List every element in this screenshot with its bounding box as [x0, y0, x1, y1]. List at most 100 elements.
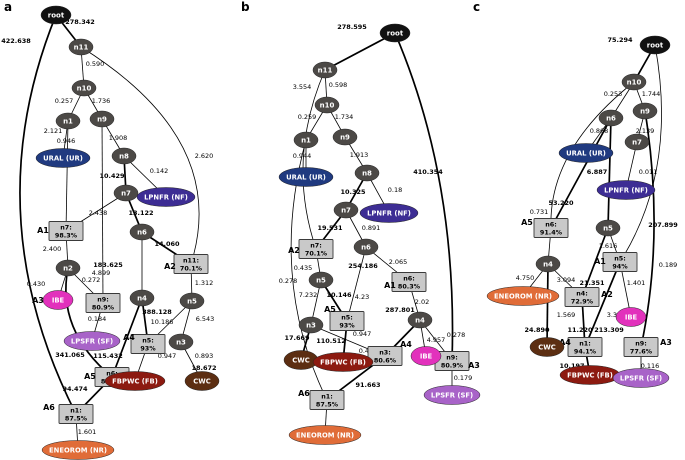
population-ellipse	[423, 385, 481, 405]
admixture-box-percentage: 93%	[140, 345, 156, 353]
edge-label-b-n4-A3: 0.278	[447, 331, 466, 339]
node-b-n6: n6	[353, 238, 379, 256]
graph-node-ellipse	[308, 271, 334, 289]
node-b-n5: n5	[308, 271, 334, 289]
edge-label-b-A4-A6: 91.663	[355, 381, 380, 389]
node-label: n6	[361, 243, 371, 251]
node-label: n4	[137, 294, 147, 302]
node-label: n6	[606, 114, 616, 122]
population-ellipse	[63, 331, 121, 351]
admixture-box-rect	[564, 287, 600, 307]
admixture-box-rect	[329, 311, 365, 331]
edge-label-a-n8-LPNFR: 0.142	[150, 167, 169, 175]
node-label: URAL (UR)	[43, 154, 83, 162]
node-label: n3	[176, 338, 186, 346]
node-label: n1	[301, 136, 311, 144]
node-b-n10: n10	[314, 96, 340, 114]
node-label: n5	[603, 224, 613, 232]
population-ellipse	[486, 286, 560, 306]
population-ellipse	[529, 337, 565, 357]
population-ellipse	[615, 307, 647, 327]
admixture-box-a-A1: n7:98.3%	[48, 221, 84, 241]
admixture-box-node-label: n6:	[106, 370, 118, 378]
node-c-n4: n4	[535, 255, 561, 273]
admixture-box-b-A6: n1:87.5%	[309, 390, 345, 410]
admixture-box-rect	[298, 239, 334, 259]
graph-node-ellipse	[293, 131, 319, 149]
node-label: URAL (UR)	[286, 173, 326, 181]
admixture-box-b-A5: n5:93%	[329, 311, 365, 331]
admixture-box-c-A3: n9:77.6%	[623, 337, 659, 357]
edge-label-c-float: 1.569	[557, 311, 576, 319]
graph-node-ellipse	[113, 184, 139, 202]
node-a-ural: URAL (UR)	[35, 148, 91, 168]
graph-node-ellipse	[89, 110, 115, 128]
graph-node-ellipse	[407, 311, 433, 329]
edge-label-b-n7-n6: 0.891	[362, 224, 381, 232]
admixture-box-percentage: 87.5%	[316, 401, 339, 409]
edge-label-b-A5-FBPWC: 110.512	[316, 337, 346, 345]
edge-label-b-n1-URAL: 0.944	[293, 152, 312, 160]
edge-b-root-n11	[324, 32, 396, 71]
edge-label-a-n11-A2: 2.620	[195, 152, 214, 160]
node-a-lpnfr: LPNFR (NF)	[136, 187, 196, 207]
population-ellipse	[288, 425, 362, 445]
edge-label-c-root-n10: 75.294	[607, 36, 633, 44]
population-ellipse	[558, 143, 614, 163]
edge-c-n9-A3	[640, 110, 655, 348]
population-ellipse	[104, 371, 166, 391]
graph-node-ellipse	[179, 292, 205, 310]
admixture-box-rect	[309, 390, 345, 410]
edge-c-n4-CWC	[546, 263, 549, 348]
node-label: n7	[121, 189, 131, 197]
node-label: LPNFR (NF)	[144, 193, 188, 201]
admixture-box-percentage: 80.3%	[398, 283, 421, 291]
graph-node-ellipse	[129, 289, 155, 307]
population-ellipse	[184, 371, 220, 391]
admixture-box-percentage: 80.6%	[374, 357, 397, 365]
node-a-n4: n4	[129, 289, 155, 307]
edge-label-b-n8-n7: 10.325	[340, 188, 366, 196]
node-label: FBPWC (FB)	[320, 358, 366, 366]
admixture-box-node-label: n6:	[545, 221, 557, 229]
edge-label-b-root-n11: 278.595	[337, 23, 367, 31]
node-a-n3: n3	[168, 333, 194, 351]
edge-label-c-A2-A4: 11.220	[567, 326, 593, 334]
admixture-box-rect	[130, 334, 166, 354]
node-c-n10: n10	[621, 73, 647, 91]
edge-c-A1-A4	[584, 261, 621, 348]
edge-label-b-root-A3: 410.354	[413, 168, 443, 176]
graph-node-ellipse	[68, 38, 94, 56]
node-label: root	[387, 29, 404, 37]
admixture-tag-a-A1: A1	[37, 226, 49, 235]
edge-a-n1-A1	[65, 120, 69, 232]
edge-label-a-n5-n3: 6.543	[196, 315, 215, 323]
admixture-box-node-label: n3:	[379, 349, 391, 357]
edge-label-b-n6-A5: 4.23	[355, 293, 369, 301]
graph-node-ellipse	[379, 23, 411, 43]
admixture-box-rect	[48, 221, 84, 241]
admixture-tag-b-A6: A6	[298, 389, 310, 398]
graph-node-ellipse	[55, 259, 81, 277]
graph-node-ellipse	[535, 255, 561, 273]
admixture-tag-a-A2: A2	[164, 262, 176, 271]
admixture-box-node-label: n7:	[60, 224, 72, 232]
graph-node-ellipse	[71, 79, 97, 97]
population-ellipse	[35, 148, 91, 168]
admixture-box-percentage: 91.4%	[540, 229, 563, 237]
admixture-box-node-label: n1:	[321, 393, 333, 401]
node-a-n6: n6	[129, 223, 155, 241]
admixture-box-c-A2: n4:72.9%	[564, 287, 600, 307]
population-ellipse	[596, 180, 656, 200]
admixture-tag-c-A1: A1	[594, 257, 606, 266]
node-label: LPNFR (NF)	[604, 186, 648, 194]
edge-label-b-float: 254.186	[348, 262, 378, 270]
node-label: n9	[340, 133, 350, 141]
admixture-box-rect	[602, 252, 638, 272]
graph-node-ellipse	[55, 112, 81, 130]
edge-label-b-n3-CWC: 17.669	[284, 334, 310, 342]
admixture-box-rect	[567, 337, 603, 357]
node-label: FBPWC (FB)	[112, 377, 158, 385]
